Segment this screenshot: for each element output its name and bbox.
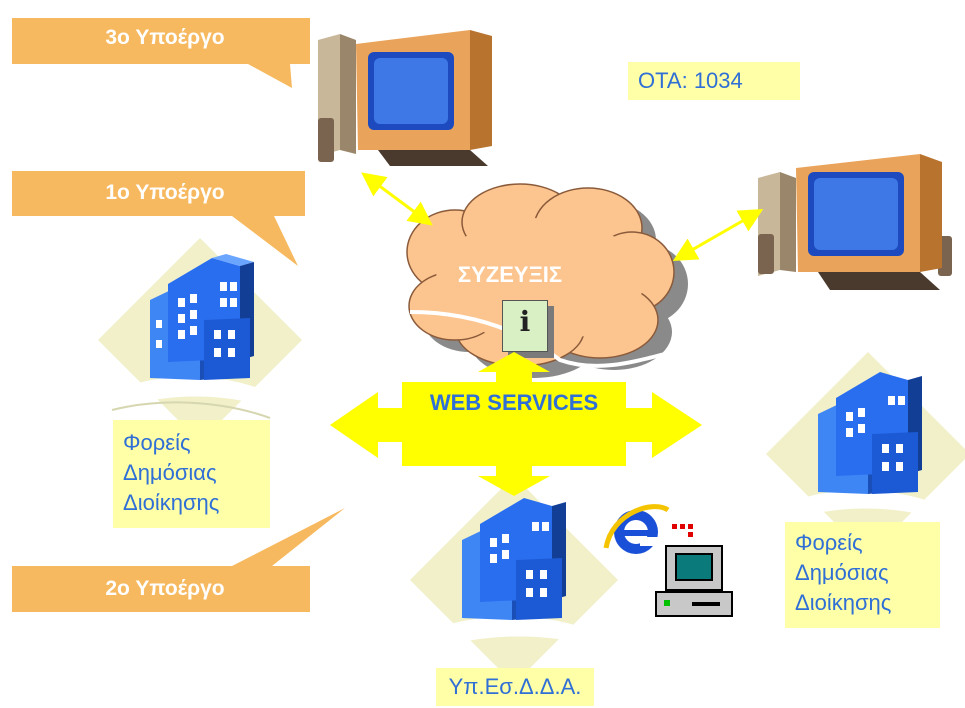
arrow-top-computer (361, 172, 433, 226)
info-glyph: ℹ (519, 305, 531, 338)
agencies-left-line3: Διοίκησης (123, 490, 220, 515)
ota-label: ΟΤΑ: 1034 (628, 62, 800, 100)
callout-sub3-label: 3ο Υποέργο (105, 26, 225, 49)
callout-sub2-label: 2ο Υποέργο (105, 577, 225, 600)
ministry-label: Υπ.Εσ.Δ.Δ.Α. (436, 668, 594, 706)
info-document-icon: ℹ (502, 300, 548, 352)
agencies-right-line3: Διοίκησης (795, 590, 892, 615)
agencies-left-line2: Δημόσιας (123, 460, 217, 485)
agencies-label-right: Φορείς Δημόσιας Διοίκησης (785, 522, 940, 628)
agencies-left-line1: Φορείς (123, 430, 191, 455)
web-services-label: WEB SERVICES (429, 390, 599, 415)
callout-sub1-label: 1ο Υποέργο (105, 181, 225, 204)
agencies-label-left: Φορείς Δημόσιας Διοίκησης (113, 420, 270, 528)
cloud-label: ΣΥΖΕΥΞΙΣ (457, 262, 563, 287)
arrow-right-computer (672, 209, 764, 261)
agencies-right-line2: Δημόσιας (795, 560, 889, 585)
agencies-right-line1: Φορείς (795, 530, 863, 555)
